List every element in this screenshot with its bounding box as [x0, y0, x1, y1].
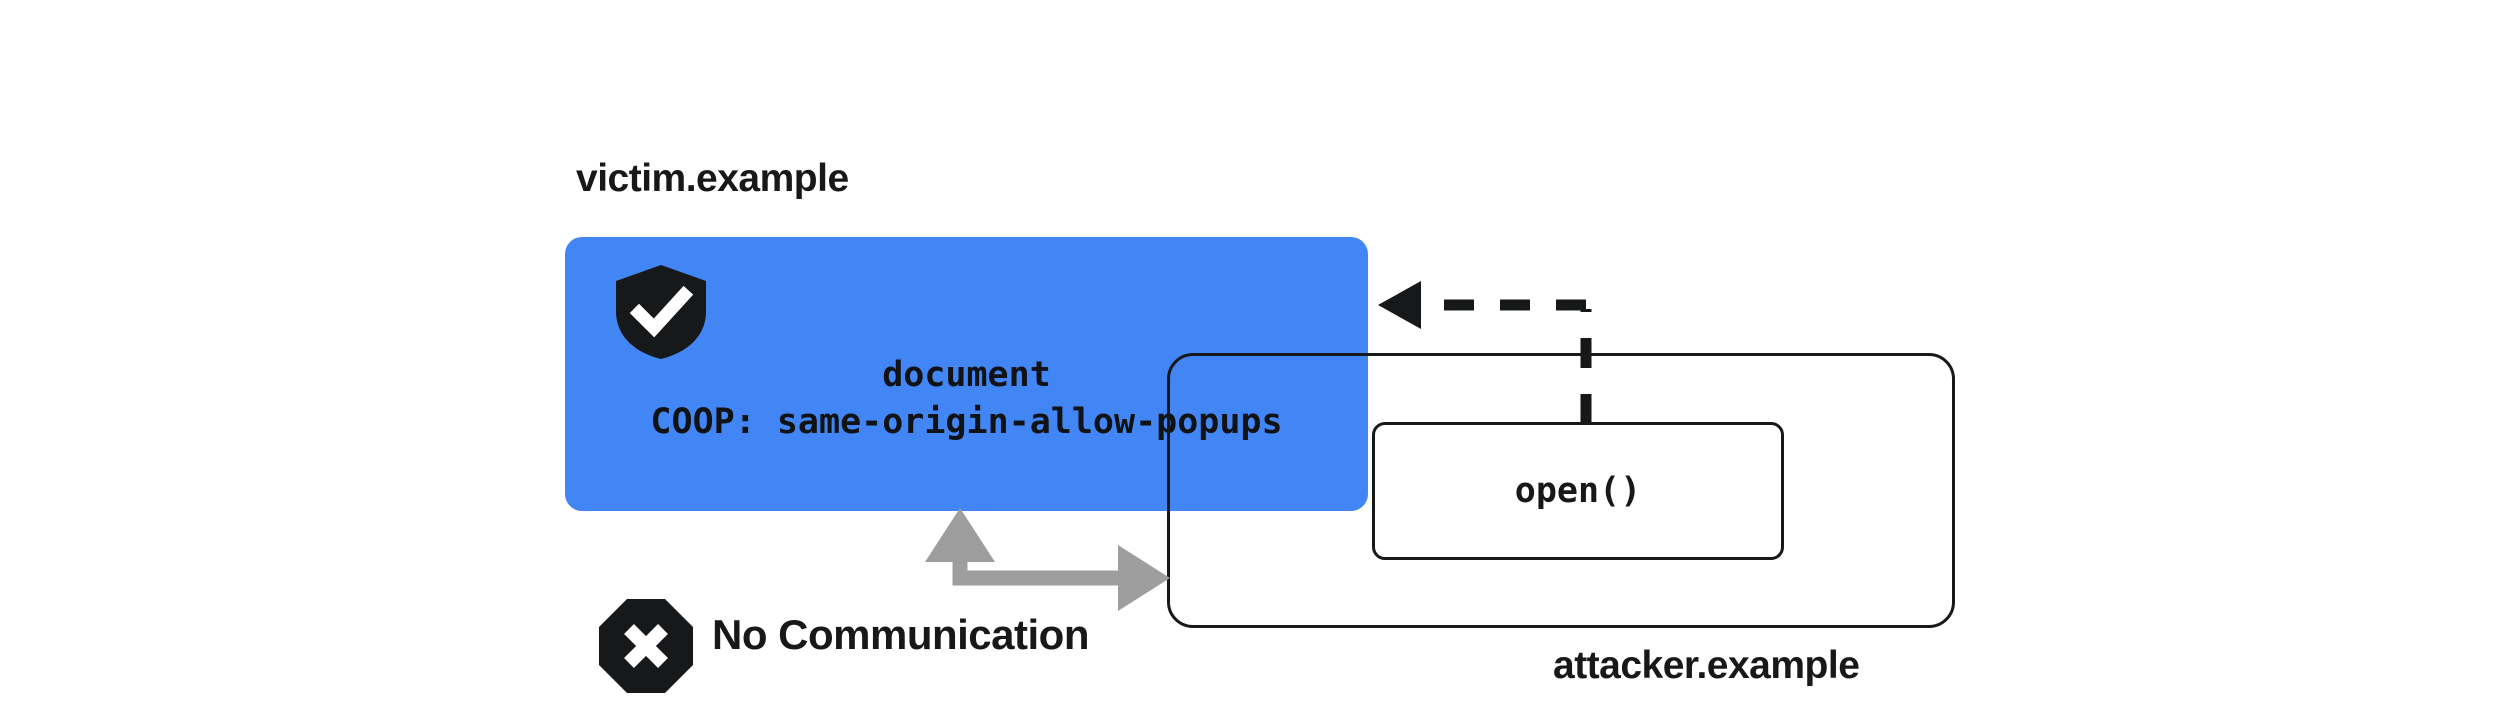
victim-document-title: document [882, 355, 1051, 395]
attacker-browsing-context [1167, 353, 1955, 628]
victim-document-box: document COOP: same-origin-allow-popups [565, 237, 1368, 511]
attacker-origin-label: attacker.example [1553, 644, 1860, 687]
open-call-label: open() [1514, 471, 1642, 511]
blocked-communication-arrow [925, 508, 1170, 611]
victim-origin-label: victim.example [576, 157, 849, 200]
octagon-x-icon [598, 598, 694, 694]
victim-coop-header: COOP: same-origin-allow-popups [650, 402, 1283, 442]
open-call-box: open() [1372, 422, 1784, 560]
no-communication-label: No Communication [712, 611, 1090, 658]
shield-check-icon [611, 263, 711, 361]
